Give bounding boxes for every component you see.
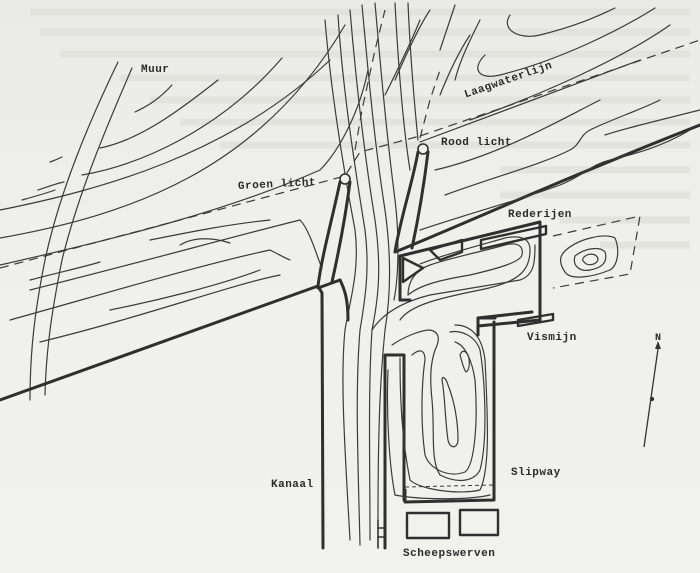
north-arrow-icon: [643, 341, 661, 448]
canal-lock-marks: [377, 519, 385, 549]
buildings-scheepswerven: [405, 508, 500, 540]
basin-contours: [371, 236, 536, 500]
canal-right-spit: [383, 353, 406, 550]
green-light-pier: [316, 173, 352, 290]
label-vismijn: Vismijn: [527, 332, 577, 344]
canal-entry-wall: [338, 278, 350, 322]
harbour-basin: [398, 220, 542, 504]
building-vismijn: [516, 312, 555, 328]
coastline-left: [0, 284, 320, 402]
label-slipway: Slipway: [511, 467, 561, 479]
sea-wall-muur: [29, 61, 133, 401]
north-arrow-label: N: [655, 333, 662, 344]
buildings-rederijen: [401, 224, 548, 284]
show-through-text: [30, 8, 690, 249]
channel-dash-right: [419, 69, 441, 139]
contours-right: [384, 4, 700, 231]
red-light-pier: [393, 143, 430, 254]
label-rederijen: Rederijen: [508, 209, 572, 221]
canal-left-wall: [316, 284, 325, 550]
label-rood-licht: Rood licht: [441, 137, 513, 149]
coastline-right: [393, 123, 700, 254]
low-water-line-right: [419, 39, 700, 137]
dashed-enclosure: [552, 215, 641, 289]
label-muur: Muur: [141, 64, 170, 76]
contours-left: [0, 24, 369, 343]
channel-contours: [324, 2, 419, 546]
label-kanaal: Kanaal: [271, 479, 314, 491]
channel-dash-left: [354, 9, 386, 151]
low-water-line-left: [0, 135, 421, 269]
label-scheepswerven: Scheepswerven: [403, 548, 496, 560]
